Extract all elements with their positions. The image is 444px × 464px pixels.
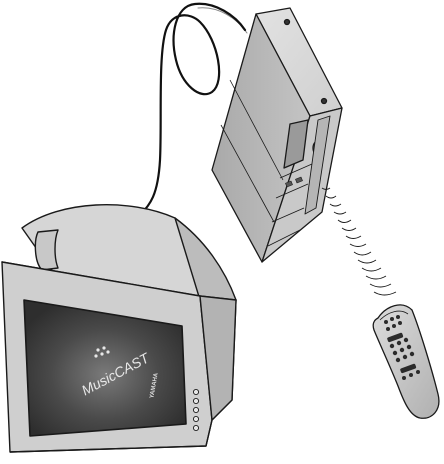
tv-button [193,425,198,430]
tv-button [193,416,198,421]
tv-button [193,389,198,394]
remote-control-icon [373,305,439,418]
tv-button [193,407,198,412]
media-receiver-icon [212,8,342,262]
infrared-signal-icon [322,188,396,295]
tv-button [193,398,198,403]
crt-television-icon [2,205,236,452]
